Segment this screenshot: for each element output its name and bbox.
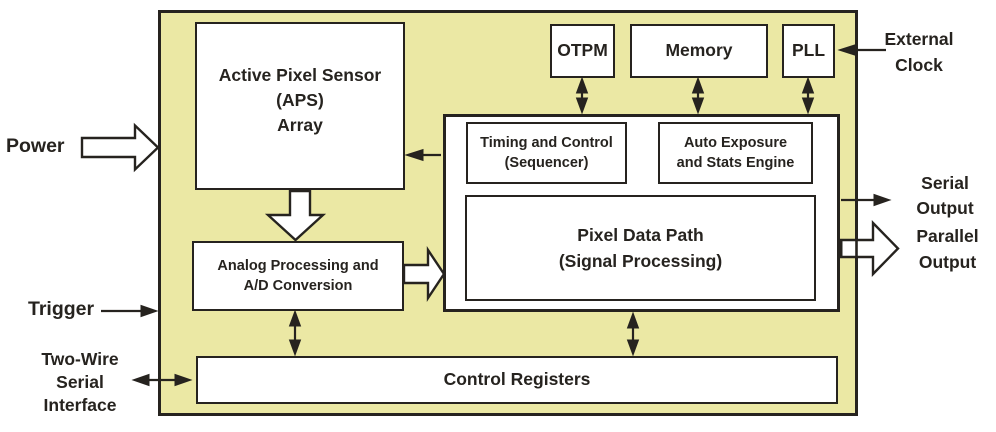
timing-control-label: Timing and Control — [480, 135, 613, 151]
otpm-label: OTPM — [557, 40, 608, 61]
analog-processing-label: Analog Processing and — [217, 258, 379, 274]
memory-block: Memory — [630, 24, 768, 78]
pll-block: PLL — [782, 24, 835, 78]
otpm-block: OTPM — [550, 24, 615, 78]
serial-output-label: Serial Output — [916, 173, 974, 218]
pixel-data-path-label: Pixel Data Path — [577, 225, 704, 245]
auto-exposure-block: Auto Exposure and Stats Engine — [658, 122, 813, 184]
analog-processing-block: Analog Processing and A/D Conversion — [192, 241, 404, 311]
power-label: Power — [6, 135, 65, 157]
parallel-output-label: Parallel Output — [916, 226, 979, 272]
trigger-label: Trigger — [28, 298, 95, 320]
control-registers-label: Control Registers — [443, 369, 591, 390]
pll-label: PLL — [791, 40, 826, 61]
control-registers-block: Control Registers — [196, 356, 838, 404]
aps-array-block: Active Pixel Sensor (APS) Array — [195, 22, 405, 190]
memory-label: Memory — [665, 40, 733, 61]
external-clock-label: External Clock — [884, 29, 954, 75]
timing-control-block: Timing and Control (Sequencer) — [466, 122, 627, 184]
aps-array-label: Active Pixel Sensor — [218, 64, 382, 85]
auto-exposure-label: Auto Exposure — [683, 135, 788, 151]
power-arrow-icon — [80, 122, 160, 173]
two-wire-serial-label: Two-Wire Serial Interface — [41, 349, 119, 415]
pixel-data-path-block: Pixel Data Path (Signal Processing) — [465, 195, 816, 301]
trigger-arrow-icon — [101, 304, 159, 318]
